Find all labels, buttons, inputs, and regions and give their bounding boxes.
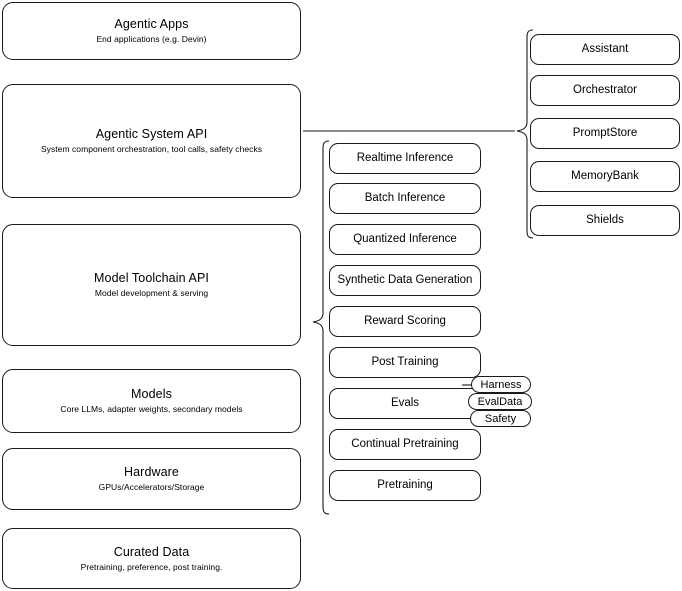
capability-realtime-inference[interactable]: Realtime Inference [329, 143, 481, 174]
capability-label: Post Training [371, 356, 439, 368]
capability-continual-pretraining[interactable]: Continual Pretraining [329, 429, 481, 460]
stack-layer-curated-data[interactable]: Curated Data Pretraining, preference, po… [2, 528, 301, 589]
layer-title: Curated Data [113, 544, 190, 559]
stack-layer-models[interactable]: Models Core LLMs, adapter weights, secon… [2, 369, 301, 433]
bracket-toolchain-capabilities [312, 140, 330, 515]
system-component-memorybank[interactable]: MemoryBank [530, 161, 680, 192]
layer-title: Model Toolchain API [94, 271, 209, 285]
eval-tag-label: EvalData [477, 395, 523, 408]
capability-label: Evals [390, 397, 420, 409]
stack-layer-model-toolchain-api[interactable]: Model Toolchain API Model development & … [2, 224, 301, 346]
eval-tag-label: Harness [480, 378, 522, 391]
eval-tag-evaldata[interactable]: EvalData [468, 393, 532, 410]
system-component-assistant[interactable]: Assistant [530, 34, 680, 65]
capability-reward-scoring[interactable]: Reward Scoring [329, 306, 481, 337]
layer-title: Agentic Apps [114, 17, 189, 31]
capability-label: Batch Inference [364, 192, 446, 204]
capability-label: Pretraining [377, 479, 433, 491]
system-component-label: MemoryBank [571, 170, 639, 182]
layer-subtitle: GPUs/Accelerators/Storage [98, 482, 205, 492]
stack-layer-hardware[interactable]: Hardware GPUs/Accelerators/Storage [2, 448, 301, 510]
capability-evals[interactable]: Evals [329, 388, 481, 419]
capability-label: Realtime Inference [356, 152, 454, 164]
layer-title: Models [131, 387, 172, 401]
system-component-orchestrator[interactable]: Orchestrator [530, 75, 680, 106]
layer-title: Hardware [124, 465, 179, 479]
capability-label: Synthetic Data Generation [337, 274, 473, 286]
capability-synthetic-data-generation[interactable]: Synthetic Data Generation [329, 265, 481, 296]
layer-title: Agentic System API [95, 127, 208, 141]
capability-label: Continual Pretraining [351, 438, 459, 450]
capability-pretraining[interactable]: Pretraining [329, 470, 481, 501]
system-component-label: Assistant [581, 43, 629, 55]
eval-tag-label: Safety [484, 412, 517, 425]
system-component-label: Shields [586, 214, 624, 226]
capability-quantized-inference[interactable]: Quantized Inference [329, 224, 481, 255]
system-component-promptstore[interactable]: PromptStore [530, 118, 680, 149]
layer-subtitle: Model development & serving [94, 288, 209, 298]
capability-label: Reward Scoring [364, 315, 446, 327]
eval-tag-safety[interactable]: Safety [470, 410, 531, 427]
stack-layer-agentic-apps[interactable]: Agentic Apps End applications (e.g. Devi… [2, 2, 301, 60]
capability-post-training[interactable]: Post Training [329, 347, 481, 378]
layer-subtitle: Core LLMs, adapter weights, secondary mo… [60, 404, 243, 414]
eval-tag-harness[interactable]: Harness [471, 376, 531, 393]
layer-subtitle: End applications (e.g. Devin) [96, 34, 207, 44]
system-component-shields[interactable]: Shields [530, 205, 680, 236]
capability-label: Quantized Inference [353, 233, 457, 245]
layer-subtitle: System component orchestration, tool cal… [40, 144, 263, 154]
layer-subtitle: Pretraining, preference, post training. [80, 561, 223, 572]
stack-layer-agentic-system-api[interactable]: Agentic System API System component orch… [2, 84, 301, 198]
capability-batch-inference[interactable]: Batch Inference [329, 183, 481, 214]
system-component-label: Orchestrator [573, 84, 637, 96]
system-component-label: PromptStore [572, 127, 638, 139]
